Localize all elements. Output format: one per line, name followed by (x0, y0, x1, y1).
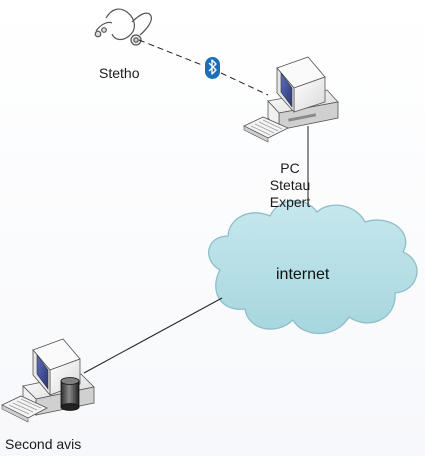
bluetooth-icon (205, 57, 220, 79)
internet-label: internet (276, 266, 330, 283)
stetho-link-line (138, 39, 203, 66)
pc-label-line-3: Expert (269, 194, 311, 210)
cloud-icon (208, 200, 418, 335)
pc-stetau-expert-label: PC Stetau Expert (256, 160, 324, 211)
second-avis-label: Second avis (5, 436, 82, 452)
bluetooth-pc-link-line (220, 72, 269, 96)
stetho-label: Stetho (99, 65, 140, 81)
pc-label-line-2: Stetau (269, 177, 311, 193)
computer-icon-main (243, 56, 339, 143)
internet-second-avis-link-line (83, 297, 223, 374)
disk-cylinder-icon (60, 377, 80, 411)
computer-icon-second (1, 338, 95, 423)
stethoscope-icon (94, 8, 152, 46)
pc-label-line-1: PC (280, 160, 300, 176)
